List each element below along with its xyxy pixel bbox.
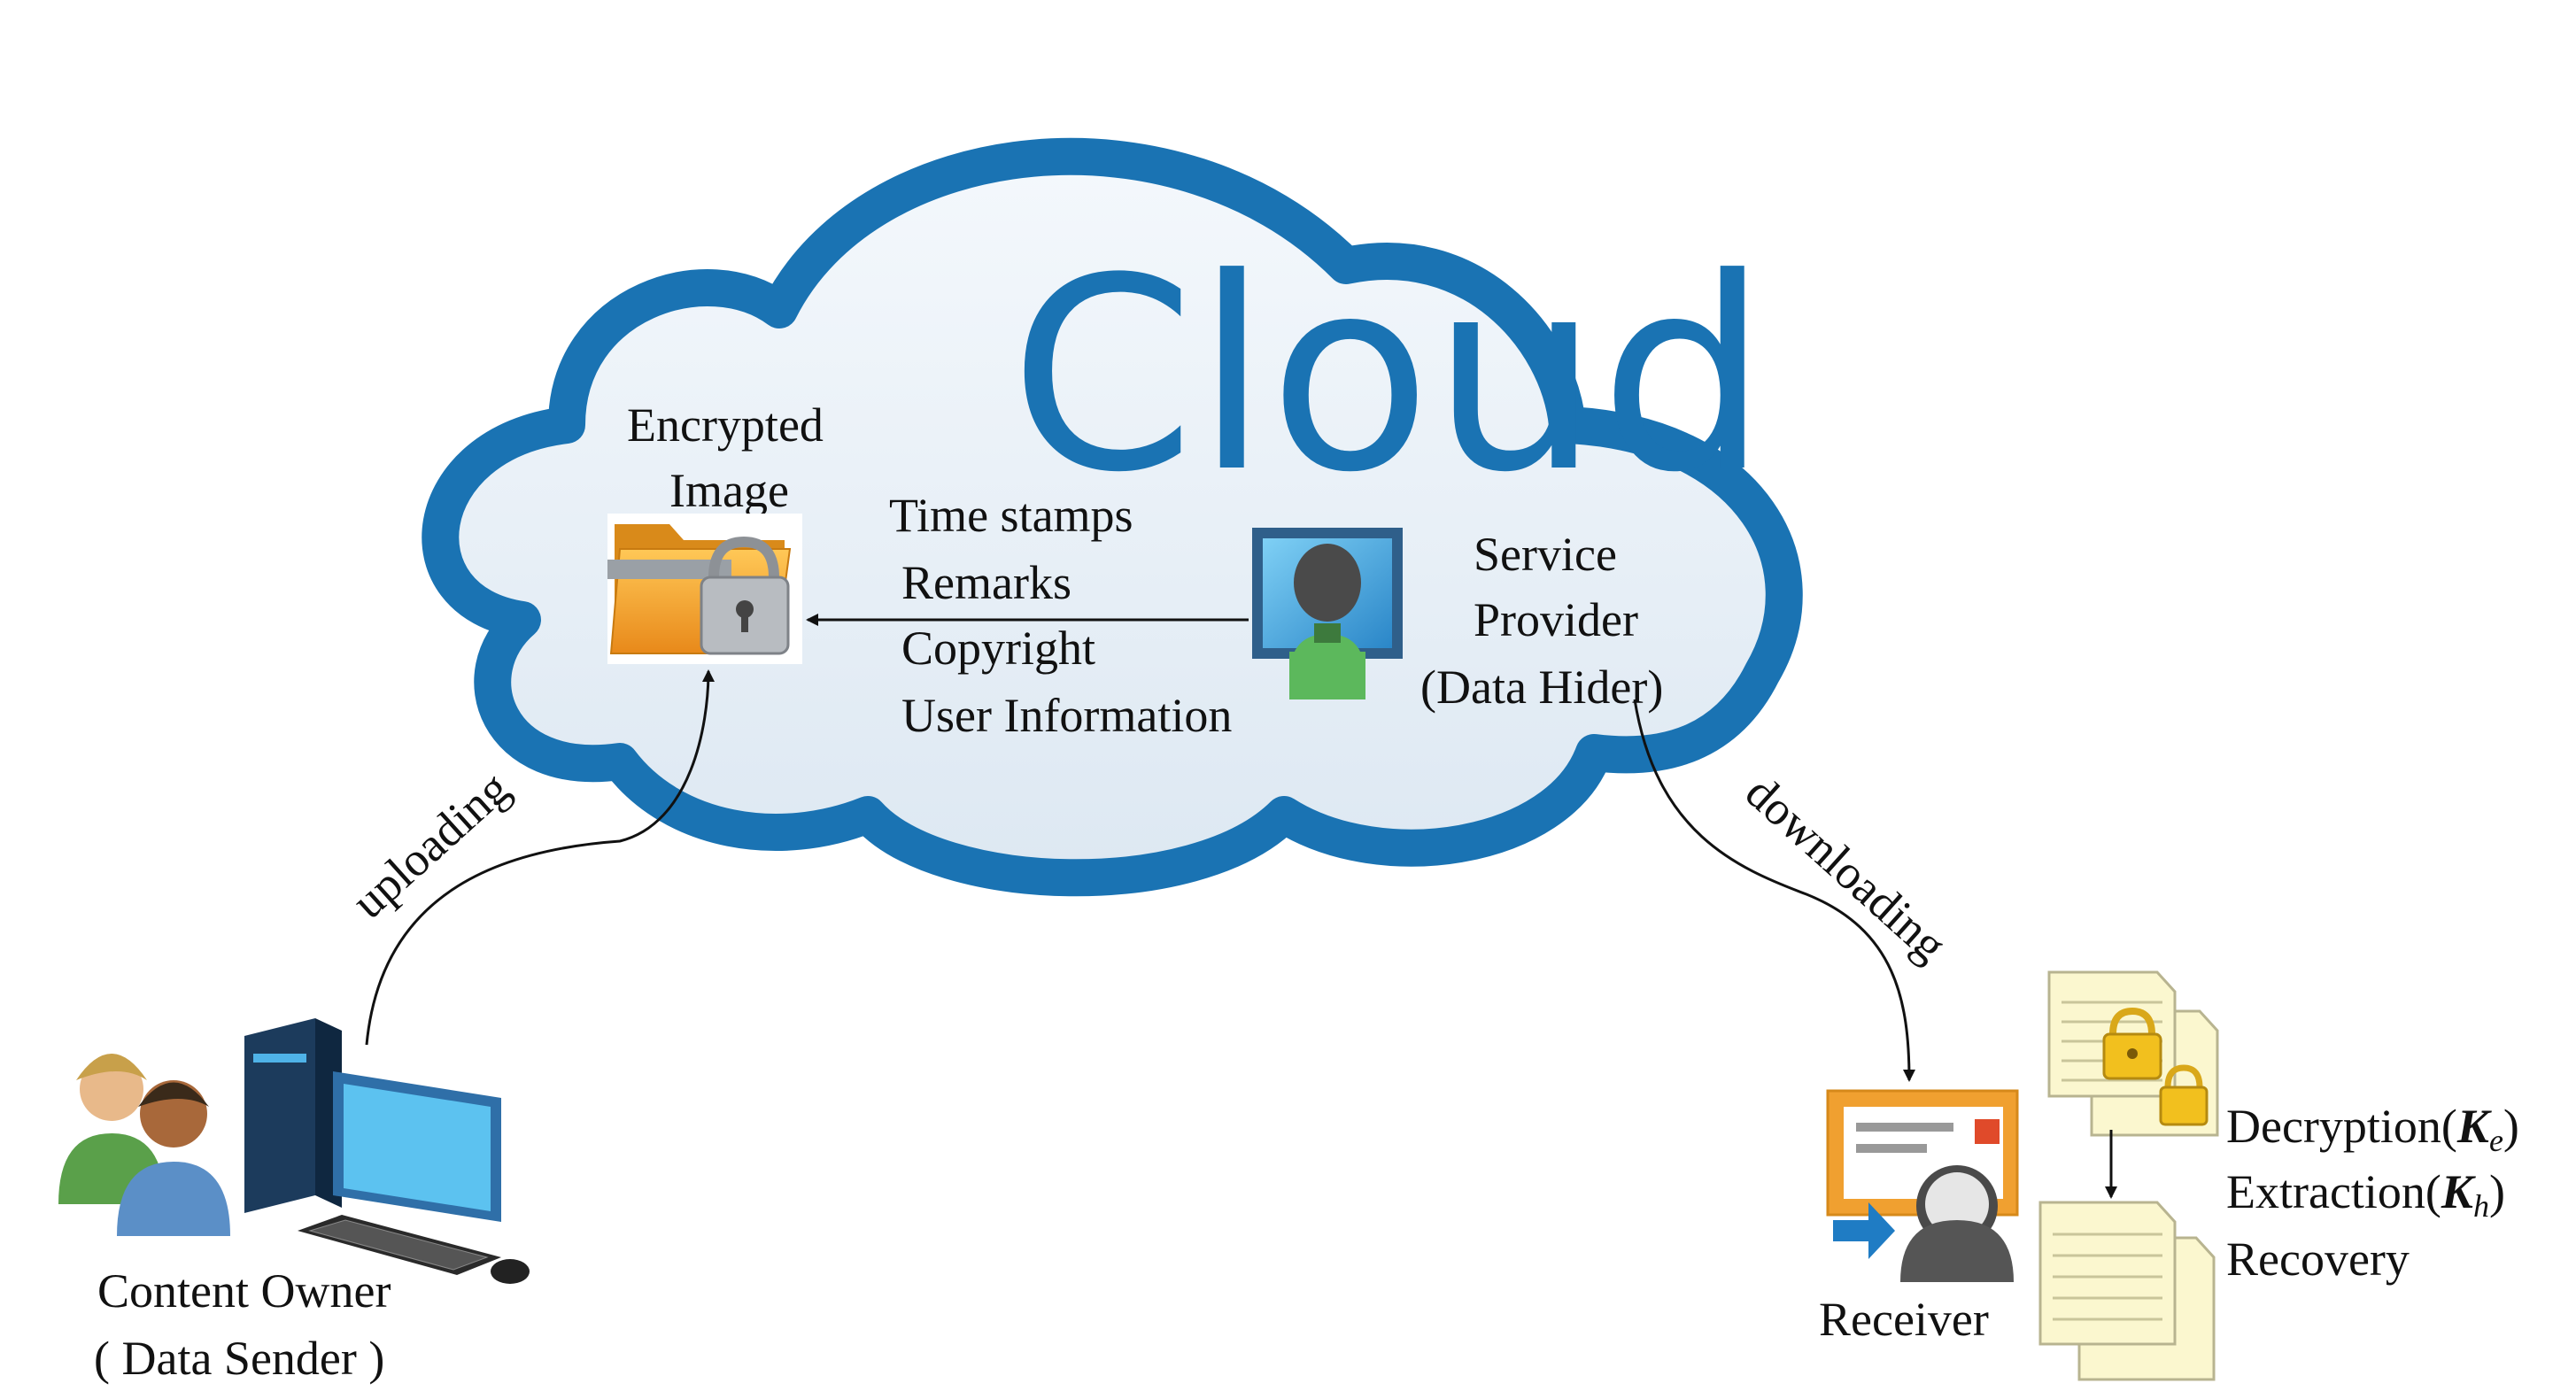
decryption-text: Decryption( bbox=[2226, 1100, 2457, 1153]
metadata-item-remarks: Remarks bbox=[901, 556, 1071, 609]
padlock-icon bbox=[2102, 1007, 2162, 1080]
upload-label: uploading bbox=[342, 761, 520, 929]
users-icon bbox=[58, 1054, 230, 1236]
cloud-shape bbox=[422, 137, 1803, 897]
receiver-label: Receiver bbox=[1819, 1293, 1989, 1346]
extraction-close: ) bbox=[2489, 1165, 2505, 1218]
metadata-item-copyright: Copyright bbox=[901, 622, 1095, 675]
decryption-key-subscript: e bbox=[2489, 1123, 2503, 1158]
service-provider-person-base bbox=[1289, 652, 1365, 699]
encrypted-image-label-2: Image bbox=[669, 464, 789, 517]
metadata-item-time-stamps: Time stamps bbox=[889, 489, 1133, 542]
service-provider-label-3: (Data Hider) bbox=[1420, 661, 1663, 714]
content-owner-label-2: ( Data Sender ) bbox=[94, 1332, 384, 1385]
operation-decryption: Decryption(Ke) bbox=[2226, 1100, 2519, 1158]
service-provider-label-2: Provider bbox=[1474, 593, 1638, 646]
content-owner-label-1: Content Owner bbox=[97, 1264, 391, 1318]
extraction-text: Extraction( bbox=[2226, 1165, 2441, 1218]
extraction-key-subscript: h bbox=[2473, 1188, 2489, 1224]
operation-extraction: Extraction(Kh) bbox=[2226, 1165, 2505, 1224]
download-arrow bbox=[1633, 699, 1915, 1082]
padlock-icon-secondary bbox=[2159, 1064, 2209, 1126]
download-label: downloading bbox=[1736, 765, 1957, 971]
receiver-icon bbox=[1824, 1087, 2019, 1286]
extraction-key: K bbox=[2441, 1165, 2477, 1218]
cloud-title: Cloud bbox=[1010, 221, 1768, 530]
operation-recovery: Recovery bbox=[2226, 1233, 2410, 1286]
decryption-key: K bbox=[2456, 1100, 2493, 1153]
encrypted-documents-icon bbox=[2047, 970, 2219, 1137]
service-provider-label-1: Service bbox=[1474, 528, 1617, 581]
metadata-item-user-information: User Information bbox=[901, 689, 1232, 742]
upload-arrow bbox=[365, 669, 715, 1046]
decryption-close: ) bbox=[2503, 1100, 2519, 1153]
locked-folder-icon bbox=[607, 514, 802, 664]
encrypted-image-label-1: Encrypted bbox=[627, 398, 824, 452]
recovered-documents-icon bbox=[2038, 1201, 2216, 1381]
computer-icon bbox=[244, 1018, 530, 1284]
content-owner-icon bbox=[50, 1018, 530, 1284]
